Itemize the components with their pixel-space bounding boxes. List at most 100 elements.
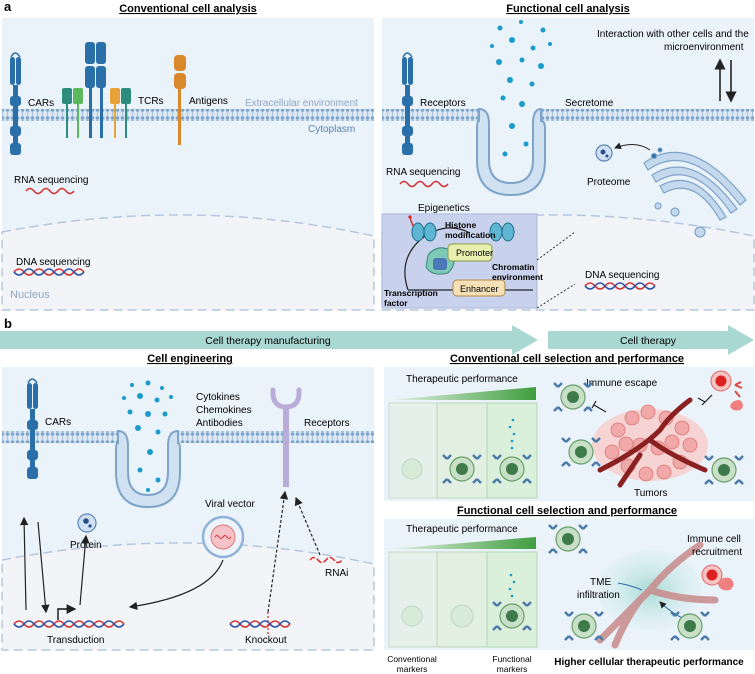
tme-infiltration-area — [596, 541, 719, 649]
func-perf-label: Therapeutic performance — [406, 524, 518, 535]
conv-column-1 — [388, 402, 438, 499]
enhancer-box — [452, 279, 506, 297]
func-markers-label-1: Functional — [492, 654, 531, 664]
protein-label: Protein — [70, 540, 102, 551]
y-receptor-icon — [270, 387, 302, 487]
tcr-complex — [62, 42, 131, 138]
proteome-icon — [595, 144, 613, 162]
engineering-nucleus — [1, 542, 375, 651]
secretome-label: Secretome — [565, 98, 614, 109]
conv-markers-label-1: Conventional — [387, 654, 437, 664]
nucleus-label: Nucleus — [10, 289, 50, 301]
faded-cell-icon-func-2 — [450, 604, 474, 628]
cars-label: CARs — [28, 98, 54, 109]
conv-column-2 — [436, 402, 488, 499]
red-cell-spikes — [734, 381, 743, 398]
engineering-title: Cell engineering — [147, 353, 233, 365]
faded-cell-icon — [401, 458, 423, 480]
proteome-label: Proteome — [587, 177, 631, 188]
tf-label-1: Transcription — [384, 288, 438, 298]
eng-membrane-right — [178, 431, 374, 443]
receptors-label-a: Receptors — [420, 98, 466, 109]
panel-a-letter: a — [4, 0, 12, 14]
conv-column-3 — [486, 402, 538, 499]
viral-vector-label: Viral vector — [205, 499, 256, 510]
dna-seq-label-left: DNA sequencing — [16, 257, 91, 268]
tcrs-label: TCRs — [138, 96, 164, 107]
rnai-label: RNAi — [325, 568, 348, 579]
functional-title: Functional cell analysis — [506, 3, 630, 15]
func-column-2 — [436, 551, 488, 648]
interaction-text-2: microenvironment — [664, 42, 744, 53]
extracellular-label: Extracellular environment — [245, 98, 358, 109]
rna-seq-label-left: RNA sequencing — [14, 175, 89, 186]
tumors-label: Tumors — [634, 488, 668, 499]
dna-helix-icon-right — [584, 282, 656, 290]
receptor-icon — [402, 52, 413, 155]
conv-perf-label: Therapeutic performance — [406, 374, 518, 385]
func-sel-title: Functional cell selection and performanc… — [457, 505, 677, 517]
therapy-label: Cell therapy — [620, 335, 677, 347]
dna-helix-icon — [13, 268, 85, 276]
functional-selection-panel: Functional cell selection and performanc… — [384, 505, 754, 674]
conventional-selection-panel: Conventional cell selection and performa… — [384, 353, 754, 501]
promoter-box — [447, 243, 493, 262]
transcription-factor-icon — [425, 247, 455, 275]
func-markers-label-2: markers — [497, 664, 528, 674]
cytoplasm-label: Cytoplasm — [308, 124, 355, 135]
tumor-cluster — [592, 397, 708, 488]
rna-strand-icon — [25, 187, 75, 195]
dna-seq-label-right: DNA sequencing — [585, 270, 660, 281]
knockout-dna-icon — [229, 612, 291, 636]
higher-performance-label: Higher cellular therapeutic performance — [554, 657, 744, 668]
functional-analysis-panel: Functional cell analysis Receptors Secre… — [381, 3, 755, 311]
rna-seq-label-right: RNA sequencing — [386, 167, 461, 178]
manufacturing-label: Cell therapy manufacturing — [205, 335, 331, 347]
chromatin-label-2: environment — [492, 272, 543, 282]
histone-label-1: Histone — [445, 220, 476, 230]
epigenetics-label: Epigenetics — [418, 203, 470, 214]
eng-car-receptor — [27, 378, 38, 479]
red-immune-cell-icon — [710, 370, 732, 392]
engineering-arrows — [19, 490, 321, 614]
tf-label-2: factor — [384, 298, 408, 308]
enhancer-label: Enhancer — [460, 284, 499, 294]
rna-strand-icon-right — [399, 180, 449, 188]
epigenetics-inset: Histone modification Promoter Enhancer C… — [381, 213, 543, 309]
eng-receptors-label: Receptors — [304, 418, 350, 429]
chemokines-label: Chemokines — [196, 405, 252, 416]
recruit-label-2: recruitment — [692, 547, 742, 558]
myeloid-cell-icon — [730, 400, 743, 411]
secretion-dots-conv — [508, 418, 516, 450]
eng-membrane-left — [2, 431, 118, 443]
car-receptor — [10, 52, 21, 155]
eng-cars-label: CARs — [45, 417, 71, 428]
viral-vector-icon — [201, 515, 245, 559]
cell-membrane-right — [541, 109, 754, 121]
secretion-dots-func — [508, 573, 516, 598]
inhibition-marks — [591, 394, 713, 413]
antibodies-label: Antibodies — [196, 418, 243, 429]
transduction-dna-icon — [13, 604, 125, 628]
cell-membrane-left — [382, 109, 479, 121]
antigen-marker — [174, 55, 186, 145]
cytokines-label: Cytokines — [196, 392, 240, 403]
tme-label-2: infiltration — [577, 590, 620, 601]
conventional-analysis-panel: Conventional cell analysis CARs — [1, 3, 375, 311]
antigens-label: Antigens — [189, 96, 228, 107]
manufacturing-arrow — [0, 325, 538, 355]
golgi-apparatus-icon — [643, 147, 747, 238]
inset-connector-2 — [536, 283, 576, 309]
therapy-arrow — [548, 325, 754, 355]
histone-label-2: modification — [445, 230, 496, 240]
cell-membrane — [2, 109, 374, 121]
conv-markers-label-2: markers — [397, 664, 428, 674]
eng-secretion-dots — [122, 380, 173, 492]
secretome-dots — [490, 20, 552, 157]
interaction-text-1: Interaction with other cells and the — [597, 29, 749, 40]
func-perf-triangle — [389, 537, 536, 549]
chromatin-label-1: Chromatin — [492, 262, 535, 272]
promoter-label: Promoter — [456, 248, 493, 258]
faded-cell-icon-func-1 — [401, 605, 423, 627]
